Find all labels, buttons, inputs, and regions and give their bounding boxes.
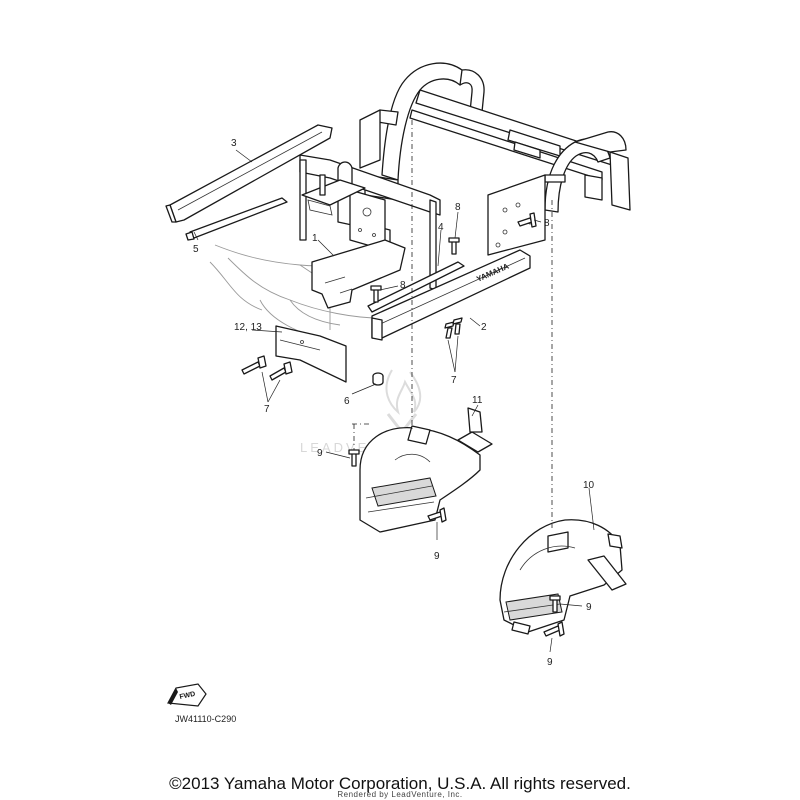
battery-box-frame xyxy=(299,154,441,291)
callout-7-left: 7 xyxy=(264,404,270,415)
callout-5: 5 xyxy=(193,244,199,255)
callout-11: 11 xyxy=(472,395,483,406)
leader-lines xyxy=(193,149,595,653)
callout-labels: 3 5 1 4 8 8 8 2 12, 13 6 7 7 11 9 9 10 9… xyxy=(193,138,595,668)
callout-12-13: 12, 13 xyxy=(234,322,262,333)
rendered-by-notice: Rendered by LeadVenture, Inc. xyxy=(337,790,463,799)
callout-4: 4 xyxy=(438,222,444,233)
callout-9-b: 9 xyxy=(434,551,440,562)
callout-1: 1 xyxy=(312,233,318,244)
part-3-rail xyxy=(165,124,333,223)
fwd-arrow-icon: FWD xyxy=(167,683,207,707)
part-5-rail xyxy=(185,197,288,241)
callout-10: 10 xyxy=(583,480,595,491)
part-10-fender xyxy=(499,519,627,635)
copyright-notice: ©2013 Yamaha Motor Corporation, U.S.A. A… xyxy=(169,774,631,793)
diagram-code: JW41110-C290 xyxy=(175,714,237,724)
part-4-rail xyxy=(367,261,465,313)
part-2-rear-bumper: YAMAHA xyxy=(371,249,531,341)
part-11-fender xyxy=(359,407,493,533)
fwd-label: FWD xyxy=(179,691,196,701)
callout-8-right: 8 xyxy=(544,218,550,229)
callout-9-c: 9 xyxy=(586,602,592,613)
callout-9-a: 9 xyxy=(317,448,323,459)
callout-7-right: 7 xyxy=(451,375,457,386)
part-1-battery-plate xyxy=(311,239,406,309)
callout-2: 2 xyxy=(481,322,487,333)
roll-cage-frame xyxy=(359,62,631,256)
callout-6: 6 xyxy=(344,396,350,407)
part-12-13-bracket xyxy=(275,325,347,383)
part-7-bolts xyxy=(241,317,463,381)
part-8-bolts xyxy=(370,212,537,303)
callout-8-top: 8 xyxy=(455,202,461,213)
alignment-lines xyxy=(352,120,553,528)
callout-3: 3 xyxy=(231,138,237,149)
callout-8-left: 8 xyxy=(400,280,406,291)
part-9-bolts xyxy=(348,449,565,637)
part-6-grommet xyxy=(372,372,384,386)
callout-9-d: 9 xyxy=(547,657,553,668)
